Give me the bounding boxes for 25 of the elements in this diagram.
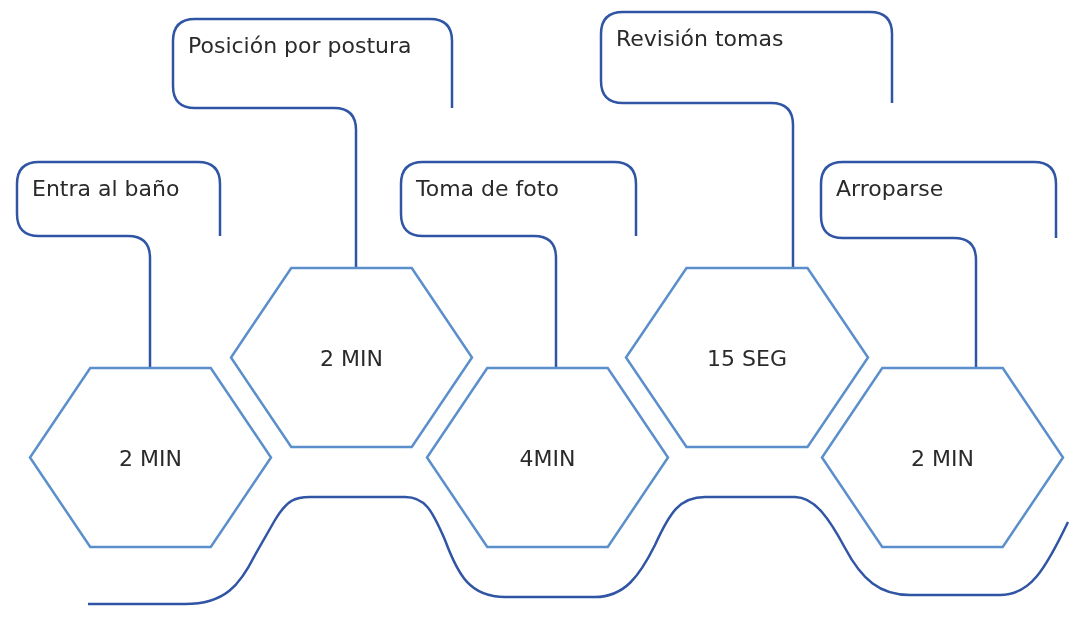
- step-label: Toma de foto: [416, 176, 559, 201]
- callout-bracket: [821, 162, 1056, 238]
- connector-line: [953, 236, 978, 368]
- callout-bracket: [401, 162, 636, 236]
- step-label: Posición por postura: [188, 33, 412, 58]
- callout-bracket: [17, 162, 220, 236]
- step-label: Revisión tomas: [616, 26, 784, 51]
- hexagon-shape: [822, 368, 1063, 547]
- step-label: Entra al baño: [32, 176, 180, 201]
- hexagon-shape: [427, 368, 668, 547]
- hexagon-shape: [231, 268, 472, 447]
- duration-label: 2 MIN: [118, 445, 183, 470]
- duration-label: 2 MIN: [910, 445, 975, 470]
- hexagon-shape: [626, 268, 868, 447]
- duration-label: 15 SEG: [706, 345, 788, 370]
- callout-bracket: [173, 19, 452, 108]
- duration-label: 4MIN: [518, 445, 577, 470]
- step-label: Arroparse: [836, 176, 944, 201]
- connector-line: [533, 234, 558, 368]
- connector-line: [333, 106, 358, 268]
- duration-label: 2 MIN: [319, 345, 384, 370]
- connector-line: [127, 234, 152, 368]
- hexagon-shape: [30, 368, 271, 547]
- callout-bracket: [601, 12, 892, 103]
- connector-line: [770, 101, 795, 268]
